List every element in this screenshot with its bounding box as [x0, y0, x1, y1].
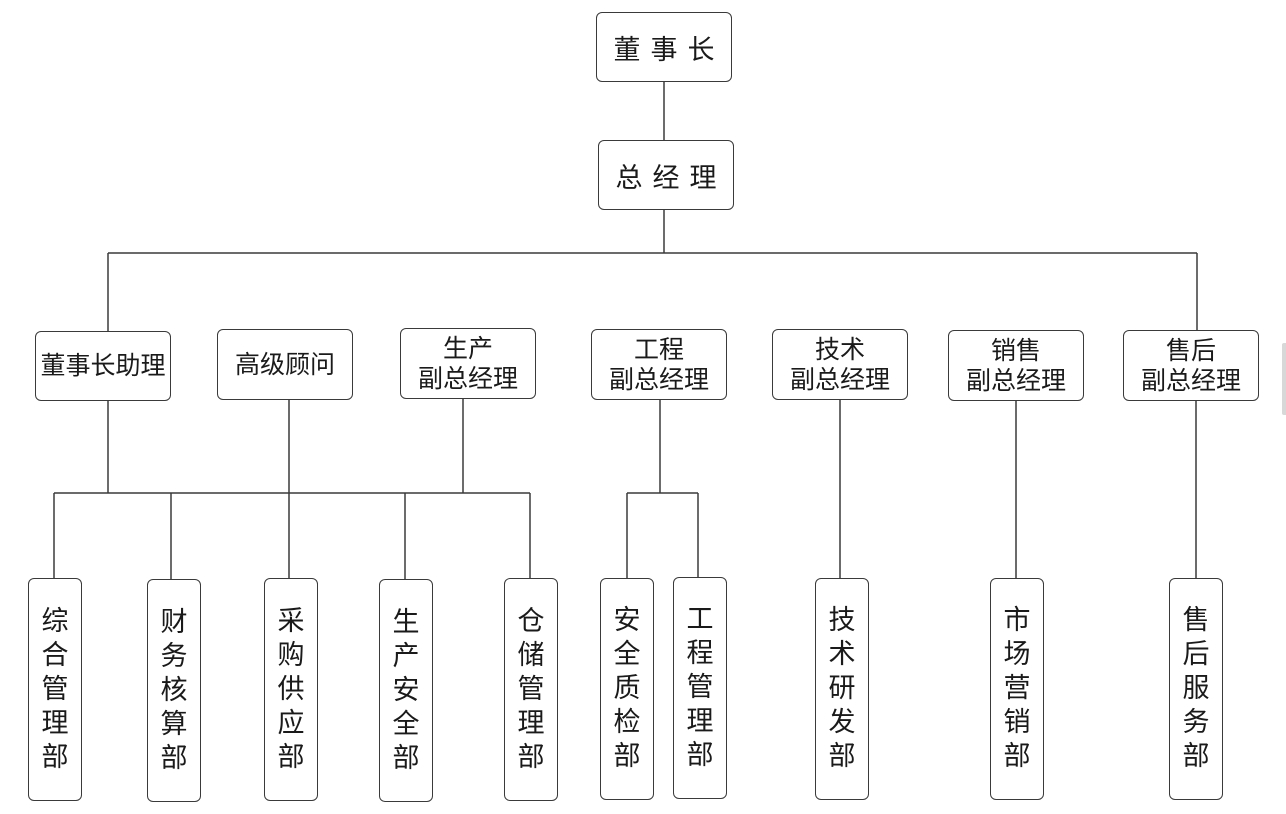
node-department-char: 技	[828, 605, 856, 636]
node-department-label: 综合管理部	[42, 605, 69, 775]
node-department-char: 管	[41, 673, 69, 705]
node-department-char: 综	[41, 605, 69, 637]
node-department-label: 市场营销部	[1004, 604, 1031, 774]
node-department-char: 研	[828, 673, 856, 704]
node-manager: 董事长助理	[35, 331, 171, 401]
node-department-char: 部	[277, 741, 305, 773]
node-department: 仓储管理部	[504, 578, 558, 801]
node-department-char: 销	[1003, 707, 1031, 738]
node-department-char: 理	[41, 707, 69, 739]
node-department: 技术研发部	[815, 578, 869, 800]
node-department-char: 购	[277, 639, 305, 671]
node-department-char: 部	[392, 742, 420, 774]
node-department: 工程管理部	[673, 577, 727, 799]
node-department: 生产安全部	[379, 579, 433, 802]
node-manager: 工程 副总经理	[591, 329, 727, 400]
node-manager: 技术 副总经理	[772, 329, 908, 400]
node-ceo-label: 总经理	[615, 162, 727, 194]
node-department-char: 部	[1182, 741, 1210, 772]
node-department: 综合管理部	[28, 578, 82, 801]
node-department-char: 部	[160, 742, 188, 774]
node-department: 市场营销部	[990, 578, 1044, 800]
node-department-char: 安	[392, 674, 420, 706]
node-manager-label: 副总经理	[608, 364, 709, 394]
node-manager-label: 董事长助理	[40, 351, 166, 380]
node-department-char: 应	[277, 707, 305, 739]
node-manager-label: 副总经理	[1140, 365, 1241, 395]
node-department-char: 部	[41, 741, 69, 773]
node-department-label: 仓储管理部	[518, 605, 545, 775]
node-manager-label: 副总经理	[789, 364, 890, 394]
node-department: 售后服务部	[1169, 578, 1223, 800]
node-department-char: 合	[41, 639, 69, 671]
node-manager-label: 销售	[990, 335, 1041, 365]
node-department-char: 管	[517, 673, 545, 705]
node-manager-label: 生产	[442, 333, 493, 363]
node-department-char: 务	[160, 640, 188, 672]
node-department-char: 理	[686, 706, 714, 737]
node-department-char: 财	[160, 606, 188, 638]
node-chairman-label: 董事长	[613, 34, 725, 66]
node-department-char: 供	[277, 673, 305, 705]
node-department-char: 全	[613, 639, 641, 670]
node-department-char: 质	[613, 673, 641, 704]
node-department-char: 理	[517, 707, 545, 739]
node-department-char: 管	[686, 672, 714, 703]
node-department-label: 财务核算部	[161, 606, 188, 776]
node-department-char: 售	[1182, 605, 1210, 636]
node-department-char: 核	[160, 674, 188, 706]
node-department-char: 安	[613, 605, 641, 636]
node-department-label: 生产安全部	[393, 606, 420, 776]
node-department-char: 检	[613, 707, 641, 738]
node-department-char: 储	[517, 639, 545, 671]
node-department-label: 工程管理部	[687, 603, 714, 773]
node-department-char: 后	[1182, 639, 1210, 670]
node-department-char: 术	[828, 639, 856, 670]
node-manager: 高级顾问	[217, 329, 353, 400]
node-department-char: 营	[1003, 673, 1031, 704]
node-manager-label: 工程	[633, 334, 684, 364]
node-department-label: 安全质检部	[614, 604, 641, 774]
node-manager-label: 技术	[814, 334, 865, 364]
node-department-char: 程	[686, 638, 714, 669]
node-manager: 销售 副总经理	[948, 330, 1084, 401]
node-department-label: 售后服务部	[1183, 604, 1210, 774]
edge-scroll-tab[interactable]	[1282, 343, 1286, 415]
node-department-char: 仓	[517, 605, 545, 637]
node-department-char: 服	[1182, 673, 1210, 704]
node-department-char: 场	[1003, 639, 1031, 670]
node-department-char: 部	[686, 740, 714, 771]
node-department-label: 技术研发部	[829, 604, 856, 774]
node-department: 安全质检部	[600, 578, 654, 800]
node-department-char: 市	[1003, 605, 1031, 636]
node-department-label: 采购供应部	[278, 605, 305, 775]
node-department: 采购供应部	[264, 578, 318, 801]
node-department: 财务核算部	[147, 579, 201, 802]
node-department-char: 生	[392, 606, 420, 638]
node-manager: 售后 副总经理	[1123, 330, 1259, 401]
node-ceo: 总经理	[598, 140, 734, 210]
node-chairman: 董事长	[596, 12, 732, 82]
node-department-char: 产	[392, 640, 420, 672]
node-department-char: 工	[686, 604, 714, 635]
node-department-char: 务	[1182, 707, 1210, 738]
node-manager-label: 高级顾问	[234, 349, 335, 379]
node-manager-label: 副总经理	[417, 363, 518, 393]
node-manager-label: 副总经理	[965, 365, 1066, 395]
node-manager-label: 售后	[1165, 335, 1216, 365]
node-department-char: 部	[517, 741, 545, 773]
node-department-char: 全	[392, 708, 420, 740]
node-department-char: 发	[828, 707, 856, 738]
node-department-char: 算	[160, 708, 188, 740]
node-department-char: 部	[1003, 741, 1031, 772]
node-department-char: 采	[277, 605, 305, 637]
node-manager: 生产 副总经理	[400, 328, 536, 399]
node-department-char: 部	[613, 741, 641, 772]
node-department-char: 部	[828, 741, 856, 772]
